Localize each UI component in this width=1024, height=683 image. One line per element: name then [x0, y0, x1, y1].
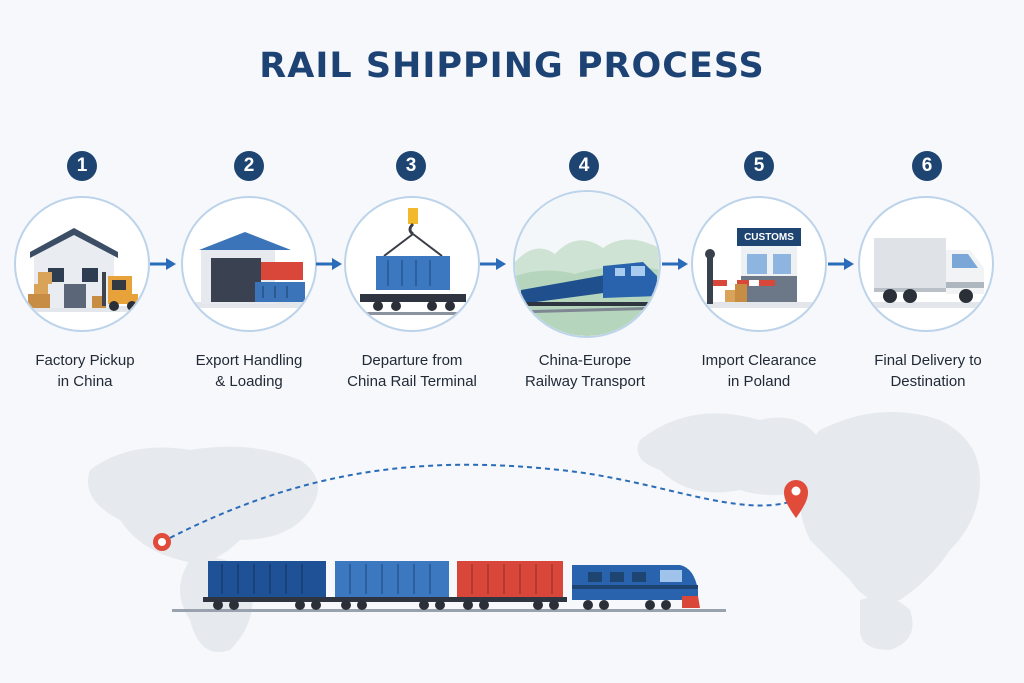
step-4-circle: [513, 190, 661, 338]
origin-pin-icon: [153, 533, 171, 551]
warehouse-containers-icon: [191, 232, 311, 308]
step-3-circle: [344, 196, 480, 332]
arrow-5-6: [828, 258, 854, 270]
factory-forklift-icon: [24, 228, 144, 312]
step-1-circle: [14, 196, 150, 332]
step-2-number: 2: [234, 151, 264, 181]
step-6-number: 6: [912, 151, 942, 181]
delivery-truck-icon: [868, 238, 988, 308]
step-4-number: 4: [569, 151, 599, 181]
step-3-number: 3: [396, 151, 426, 181]
freight-train-icon: [172, 561, 726, 612]
customs-sign: CUSTOMS: [744, 232, 794, 243]
arrow-1-2: [150, 258, 176, 270]
step-6-circle: [858, 196, 994, 332]
destination-pin-icon: [784, 480, 808, 518]
route-line: [161, 463, 797, 543]
step-1-number: 1: [67, 151, 97, 181]
step-5-circle: CUSTOMS: [691, 196, 827, 332]
arrow-3-4: [480, 258, 506, 270]
step-2-label: Export Handling& Loading: [195, 352, 303, 390]
page-title: RAIL SHIPPING PROCESS: [259, 46, 765, 86]
world-map-background: [88, 412, 980, 652]
step-2-circle: [181, 196, 317, 332]
customs-booth-icon: [701, 228, 821, 308]
arrow-2-3: [316, 258, 342, 270]
step-5-number: 5: [744, 151, 774, 181]
arrow-4-5: [662, 258, 688, 270]
crane-container-icon: [356, 208, 470, 315]
train-icon: [515, 192, 659, 336]
